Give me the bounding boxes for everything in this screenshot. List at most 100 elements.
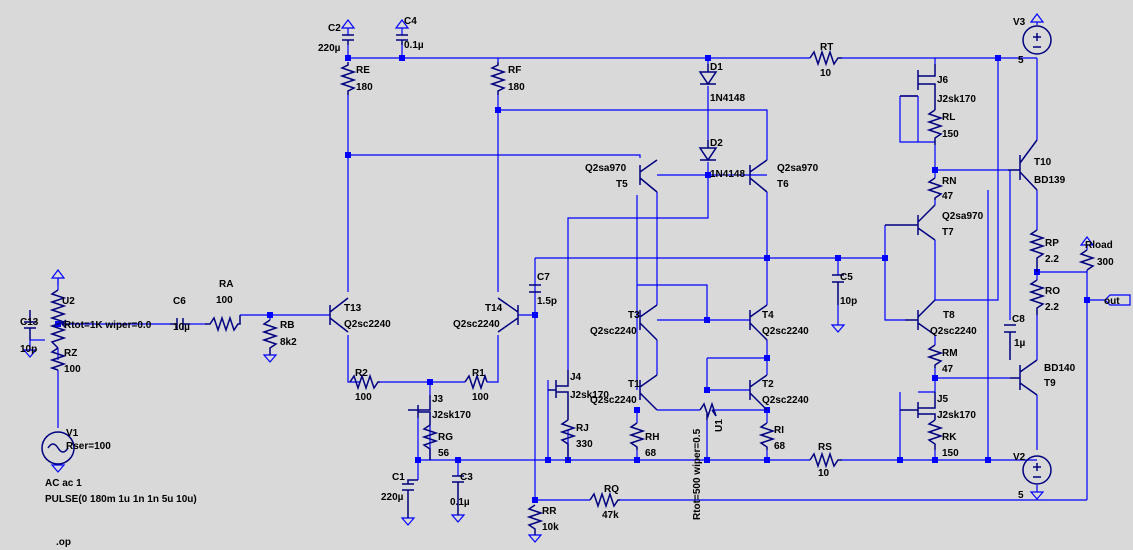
- label-RP-ref: RP: [1045, 238, 1059, 249]
- resistor-RZ: [49, 347, 67, 371]
- transistor-T14: [497, 297, 519, 333]
- label-T2-ref: T2: [762, 379, 774, 390]
- label-R1-value: 100: [472, 392, 489, 403]
- capacitor-C8: [1004, 324, 1016, 360]
- label-C5-ref: C5: [840, 272, 853, 283]
- capacitor-C3: [452, 475, 464, 515]
- transistor-T3: [639, 304, 658, 341]
- label-RO-ref: RO: [1045, 286, 1060, 297]
- label-RA-value: 100: [216, 295, 233, 306]
- label-RB-value: 8k2: [280, 337, 297, 348]
- resistor-RM: [926, 344, 944, 368]
- label-RM-value: 47: [942, 364, 954, 375]
- voltage-source-V3: [1022, 25, 1052, 55]
- resistor-RG: [421, 424, 439, 460]
- label-Rload-value: 300: [1097, 257, 1114, 268]
- label-V2-value: 5: [1018, 490, 1024, 501]
- label-J4-value: J2sk170: [570, 390, 609, 401]
- ground-icon: [400, 517, 416, 526]
- resistor-RN: [926, 177, 944, 200]
- resistor-R2: [349, 373, 380, 391]
- label-RF-ref: RF: [508, 65, 521, 76]
- label-RK-ref: RK: [942, 432, 957, 443]
- label-T13-ref: T13: [344, 303, 362, 314]
- label-T1-value: Q2sc2240: [590, 395, 637, 406]
- resistor-RS: [809, 451, 842, 469]
- transistor-T6: [749, 159, 768, 193]
- ground-icon: [527, 534, 543, 543]
- label-RM-ref: RM: [942, 348, 958, 359]
- label-C5-value: 10p: [840, 296, 857, 307]
- label-V3-ref: V3: [1013, 17, 1026, 28]
- label-RG-value: 56: [438, 448, 450, 459]
- label-U1-value: Rtot=500 wiper=0.5: [692, 428, 703, 520]
- label-RG-ref: RG: [438, 432, 453, 443]
- label-RS-ref: RS: [818, 442, 832, 453]
- label-T2-value: Q2sc2240: [762, 395, 809, 406]
- ground-icon: [340, 19, 356, 29]
- transistor-T7: [885, 204, 936, 241]
- resistor-RE: [339, 62, 357, 95]
- label-T10-ref: T10: [1034, 157, 1052, 168]
- label-RR-value: 10k: [542, 522, 559, 533]
- label-D2-value: 1N4148: [710, 169, 745, 180]
- label-C13-ref: C13: [20, 317, 39, 328]
- output-port: [1104, 294, 1131, 306]
- label-RE-ref: RE: [356, 65, 370, 76]
- ground-icon: [262, 354, 278, 363]
- label-T5-value: Q2sa970: [585, 163, 627, 174]
- resistor-RJ: [559, 419, 577, 460]
- transistor-T9: [1010, 359, 1038, 396]
- label-T6-ref: T6: [777, 179, 789, 190]
- resistor-RK: [926, 419, 944, 450]
- label-C7-ref: C7: [537, 272, 550, 283]
- label-C4-value: 0.1µ: [404, 40, 424, 51]
- label-C2-value: 220µ: [318, 43, 341, 54]
- label-C13-value: 10p: [20, 344, 37, 355]
- label-R1-ref: R1: [472, 368, 485, 379]
- label-RQ-ref: RQ: [604, 484, 619, 495]
- resistor-RF: [489, 62, 507, 95]
- label-RZ-ref: RZ: [64, 348, 77, 359]
- label-T9-value: BD140: [1044, 363, 1076, 374]
- resistor-RH: [628, 422, 646, 450]
- labels: C2 220µ C4 0.1µ RE 180 RF 180 D1 1N4148 …: [20, 16, 1120, 548]
- label-C1-value: 220µ: [381, 492, 404, 503]
- label-C3-value: 0.1µ: [450, 497, 470, 508]
- potentiometer-U2: [49, 289, 67, 349]
- capacitor-C1: [402, 479, 418, 518]
- jfet-J5: [900, 392, 936, 420]
- label-T5-ref: T5: [616, 179, 628, 190]
- label-source-pulse: PULSE(0 180m 1u 1n 1n 5u 10u): [45, 494, 197, 505]
- label-RQ-value: 47k: [602, 510, 619, 521]
- potentiometer-wiper-U2: [60, 319, 70, 329]
- label-D2-ref: D2: [710, 138, 723, 149]
- label-RA-ref: RA: [219, 279, 233, 290]
- potentiometer-U1: [699, 401, 717, 419]
- label-U2-value: Rtot=1K wiper=0.0: [64, 320, 152, 331]
- diode-D2: [698, 140, 718, 162]
- capacitor-C6: [170, 318, 190, 330]
- label-RH-value: 68: [645, 448, 657, 459]
- transistor-T10: [1008, 139, 1038, 191]
- resistor-RA: [205, 315, 241, 333]
- resistor-RL: [926, 109, 944, 145]
- label-V1-value: Rser=100: [66, 441, 111, 452]
- label-RK-value: 150: [942, 448, 959, 459]
- label-RR-ref: RR: [542, 506, 557, 517]
- capacitor-C13: [24, 310, 36, 340]
- ground-symbols: [22, 13, 1095, 543]
- transistor-T2: [749, 374, 768, 411]
- label-C3-ref: C3: [460, 472, 473, 483]
- label-T14-ref: T14: [485, 303, 503, 314]
- label-Rload-ref: Rload: [1085, 240, 1113, 251]
- label-RP-value: 2.2: [1045, 254, 1059, 265]
- component-symbols: [24, 25, 1131, 535]
- label-C2-ref: C2: [328, 23, 341, 34]
- ground-icon: [22, 349, 38, 358]
- label-RS-value: 10: [818, 468, 830, 479]
- label-C6-ref: C6: [173, 296, 186, 307]
- resistor-RI: [758, 422, 776, 450]
- ground-icon: [1029, 491, 1045, 500]
- resistor-RT: [809, 49, 842, 67]
